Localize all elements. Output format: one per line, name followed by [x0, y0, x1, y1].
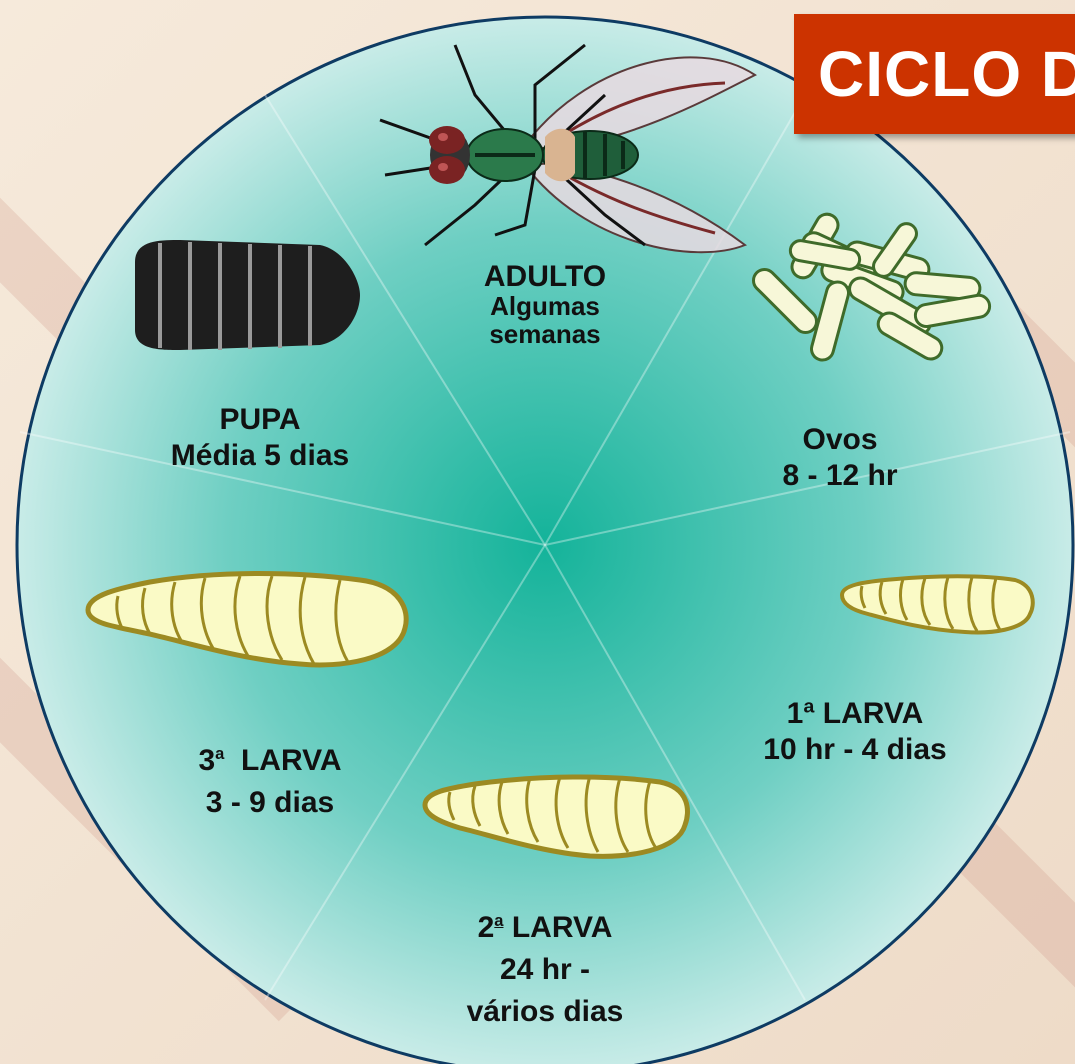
pupa-duration: Média 5 dias	[170, 439, 350, 472]
larva-medium-icon	[422, 774, 690, 859]
adult-stage-name: ADULTO	[483, 260, 607, 293]
eggs-duration: 8 - 12 hr	[782, 459, 898, 492]
larva2-duration-line1: 24 hr -	[499, 953, 591, 986]
larva2-ordinal-sup: a	[494, 912, 504, 930]
larva3-ordinal-sup: a	[215, 745, 225, 763]
pupa-label: PUPA Média 5 dias	[100, 402, 420, 474]
eggs-stage-name: Ovos	[802, 423, 878, 456]
larva2-stage-title: 2a LARVA	[410, 900, 680, 949]
larva3-ordinal: 3	[198, 744, 216, 777]
sector-dividers	[19, 94, 1071, 1001]
larva3-label: 3a LARVA 3 - 9 dias	[120, 733, 420, 824]
larva1-stage-name: 1ª LARVA	[786, 697, 924, 730]
adult-duration-line2: semanas	[489, 319, 601, 349]
title-banner: CICLO D	[794, 14, 1075, 134]
page-title: CICLO D	[818, 38, 1075, 110]
adult-duration-line1: Algumas	[490, 291, 600, 321]
pupa-icon	[135, 240, 360, 350]
larva2-label: 2a LARVA 24 hr - vários dias	[410, 900, 680, 1033]
larva-small-icon	[839, 574, 1035, 635]
eggs-label: Ovos 8 - 12 hr	[730, 422, 950, 494]
eggs-icon	[751, 212, 992, 362]
larva2-ordinal: 2	[477, 911, 495, 944]
larva-large-icon	[85, 571, 409, 668]
larva3-duration: 3 - 9 dias	[205, 786, 335, 819]
larva1-duration: 10 hr - 4 dias	[763, 733, 947, 766]
larva3-stage-name: LARVA	[240, 744, 342, 777]
larva2-stage-name: LARVA	[511, 911, 613, 944]
pupa-stage-name: PUPA	[219, 403, 301, 436]
larva1-label: 1ª LARVA 10 hr - 4 dias	[705, 696, 1005, 768]
larva3-stage-title: 3a LARVA	[120, 733, 420, 782]
fly-icon	[379, 43, 757, 254]
adult-label: ADULTO Algumas semanas	[455, 260, 635, 349]
larva2-duration-line2: vários dias	[466, 995, 624, 1028]
